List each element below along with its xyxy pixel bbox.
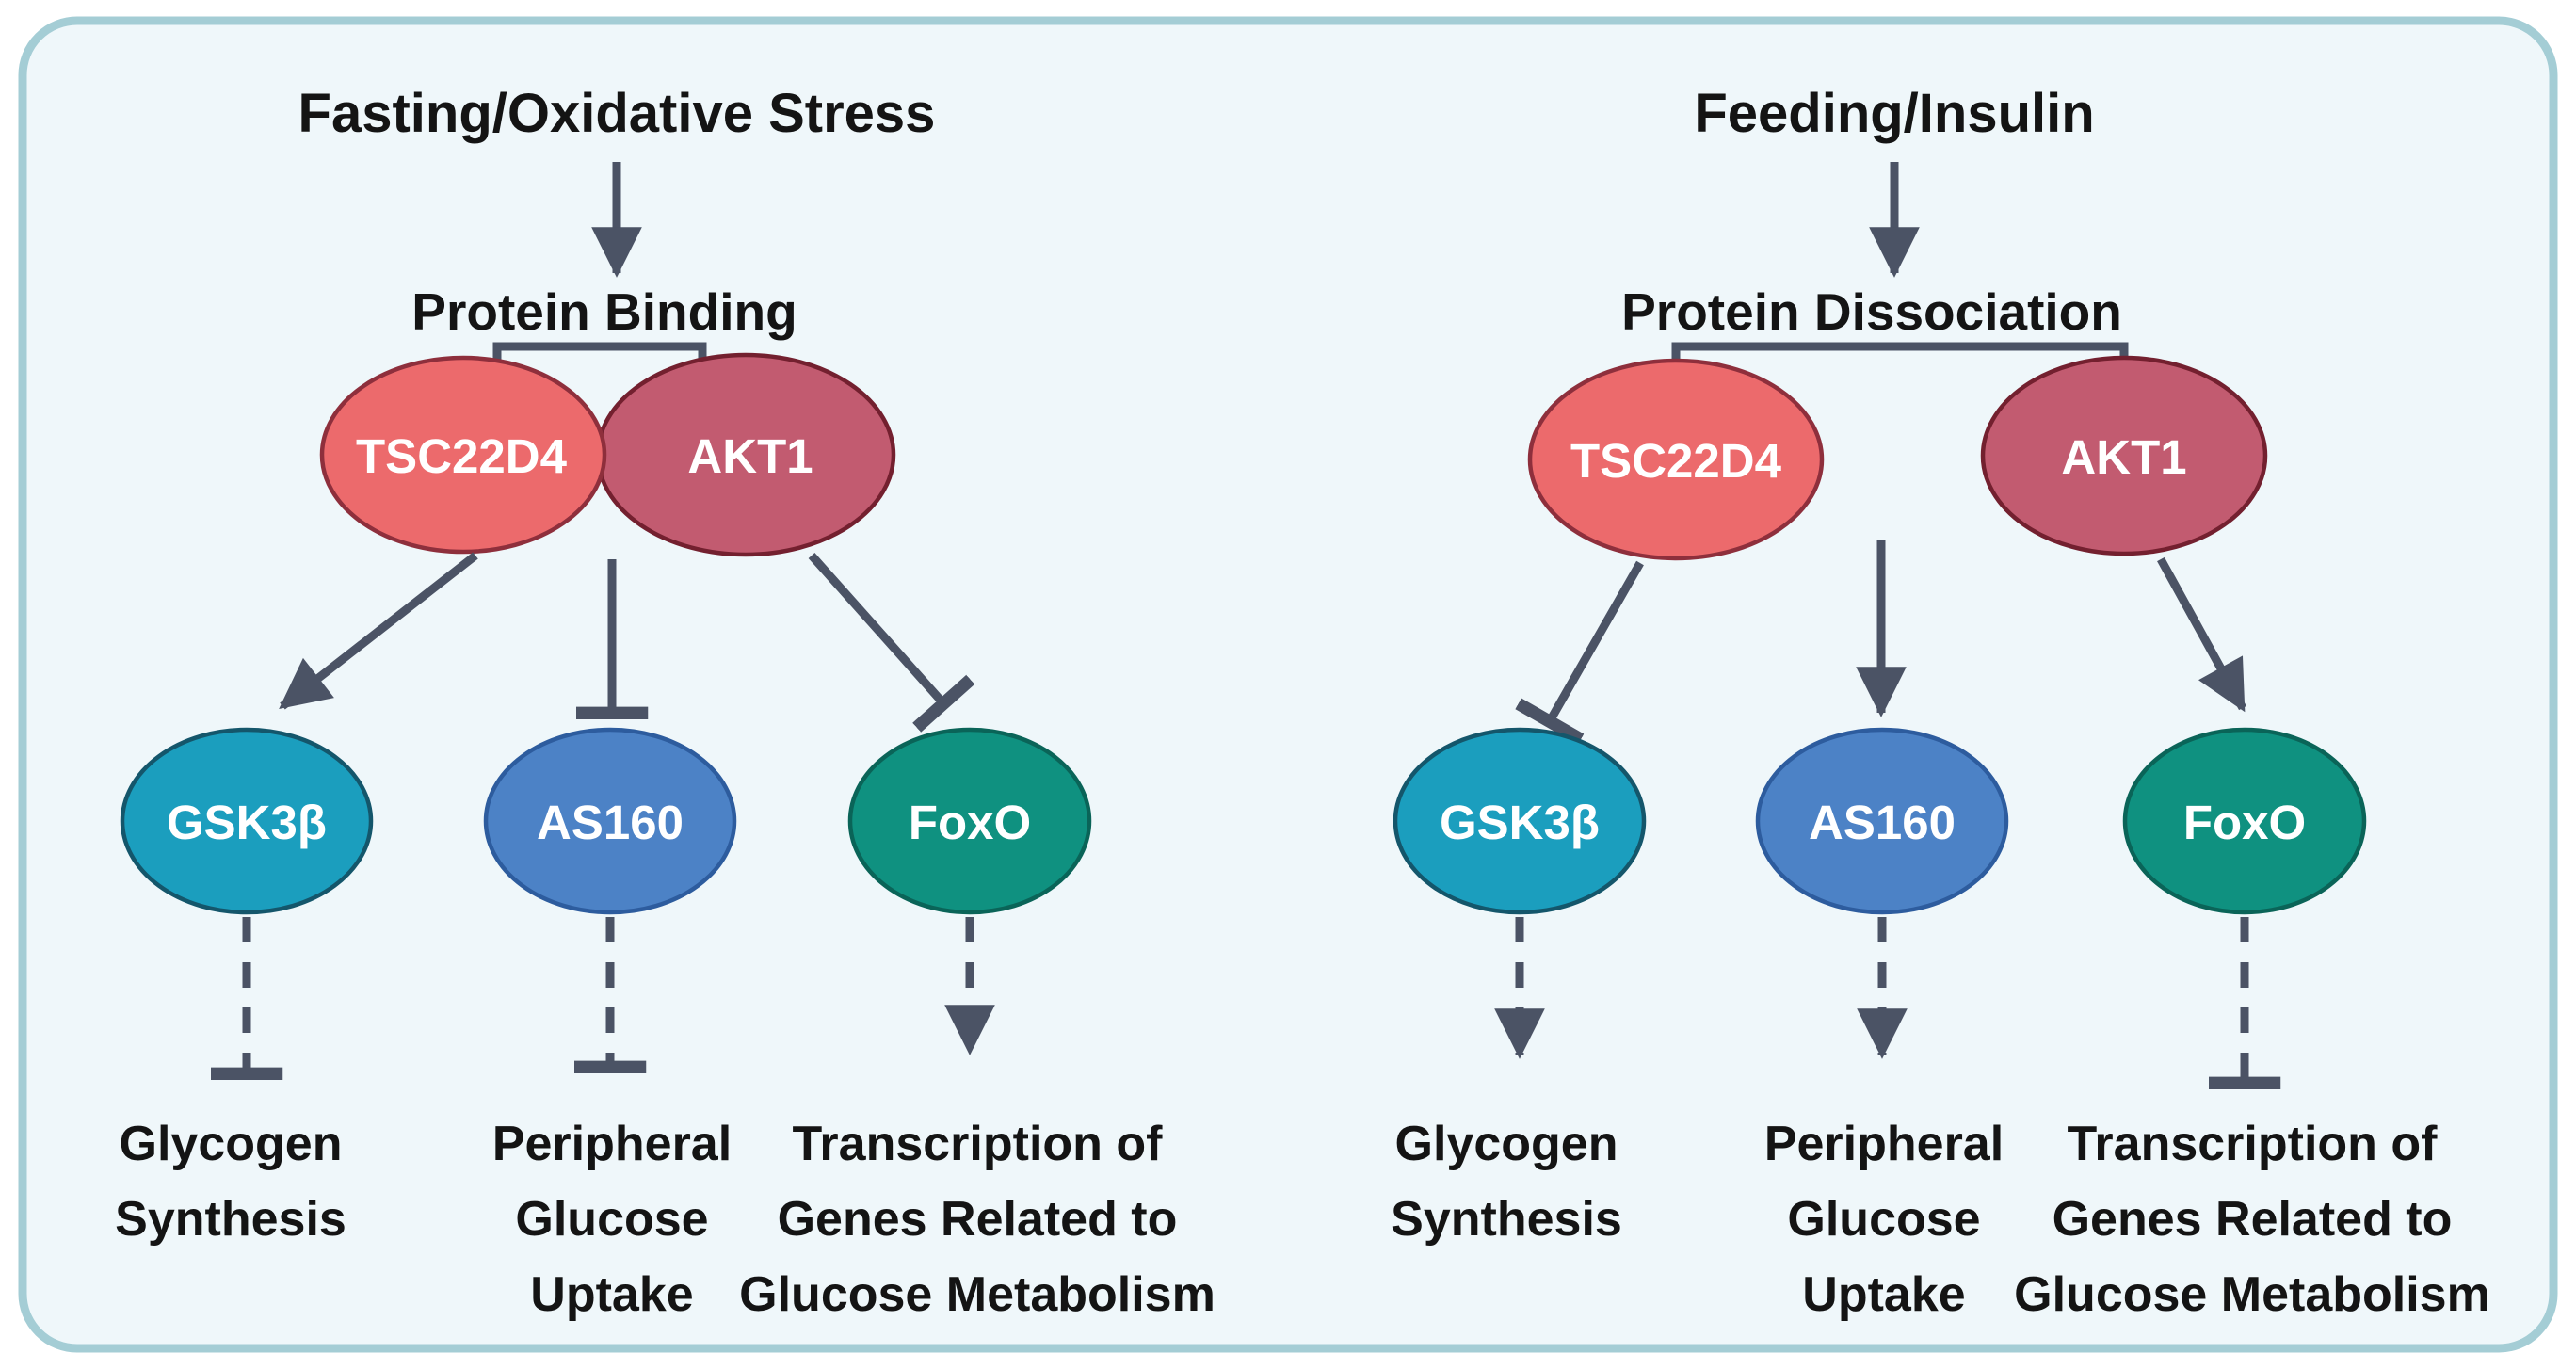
outcome-line: Synthesis [115,1192,346,1247]
complex-activates-gsk3b-edge [279,552,478,710]
node-akt1-left-label: AKT1 [687,429,813,483]
fasting-panel: Fasting/Oxidative Stress Protein Binding… [115,83,1216,1322]
complex-inhibits-foxo-edge [808,553,975,733]
outcome-line: Peripheral [492,1117,732,1171]
outcome-glycogen-synthesis-left: Glycogen Synthesis [115,1117,346,1247]
outcome-transcription-right: Transcription of Genes Related to Glucos… [2014,1117,2490,1322]
node-foxo-left-label: FoxO [909,796,1031,849]
outcome-line: Glycogen [1395,1117,1618,1171]
outcome-line: Glucose [515,1192,708,1247]
protein-binding-label: Protein Binding [411,282,797,341]
outcome-line: Peripheral [1764,1117,2004,1171]
node-as160-left [483,727,737,915]
protein-dissociation-label: Protein Dissociation [1621,282,2122,341]
node-gsk3b-left [120,727,374,915]
node-gsk3b-left-label: GSK3β [167,796,327,849]
node-foxo-right [2122,727,2367,915]
node-akt1-right [1980,355,2268,556]
node-gsk3b-right-label: GSK3β [1440,796,1600,849]
outcome-line: Glucose [1787,1192,1980,1247]
node-gsk3b-right [1393,727,1647,915]
outcome-glycogen-synthesis-right: Glycogen Synthesis [1391,1117,1622,1247]
node-as160-right [1755,727,2009,915]
outcome-line: Genes Related to [778,1192,1178,1247]
outcome-peripheral-glucose-uptake-right: Peripheral Glucose Uptake [1764,1117,2004,1322]
node-akt1-right-label: AKT1 [2061,430,2186,484]
node-tsc22d4-right-label: TSC22D4 [1570,434,1782,488]
node-as160-right-label: AS160 [1809,796,1956,849]
node-tsc22d4-left-label: TSC22D4 [356,429,568,483]
node-tsc22d4-right [1527,358,1825,561]
outcome-transcription-left: Transcription of Genes Related to Glucos… [739,1117,1216,1322]
outcome-peripheral-glucose-uptake-left: Peripheral Glucose Uptake [492,1117,732,1322]
node-foxo-left [847,727,1092,915]
outcome-line: Glycogen [120,1117,343,1171]
outcome-line: Transcription of [2068,1117,2439,1171]
feeding-title: Feeding/Insulin [1694,83,2094,144]
outcome-line: Uptake [1802,1267,1965,1322]
feeding-panel: Feeding/Insulin Protein Dissociation TSC… [1391,83,2490,1322]
akt1-activates-foxo-edge [2157,556,2246,713]
node-as160-left-label: AS160 [537,796,684,849]
node-tsc22d4-left [319,355,607,555]
node-foxo-right-label: FoxO [2183,796,2306,849]
outcome-line: Synthesis [1391,1192,1622,1247]
outcome-line: Glucose Metabolism [2014,1267,2490,1322]
fasting-title: Fasting/Oxidative Stress [298,83,936,144]
tsc22d4-inhibits-gsk3b-edge [1515,560,1644,746]
panel-background [18,16,2558,1353]
outcome-line: Glucose Metabolism [739,1267,1216,1322]
outcome-line: Genes Related to [2053,1192,2453,1247]
outcome-line: Uptake [530,1267,693,1322]
outcome-line: Transcription of [793,1117,1164,1171]
